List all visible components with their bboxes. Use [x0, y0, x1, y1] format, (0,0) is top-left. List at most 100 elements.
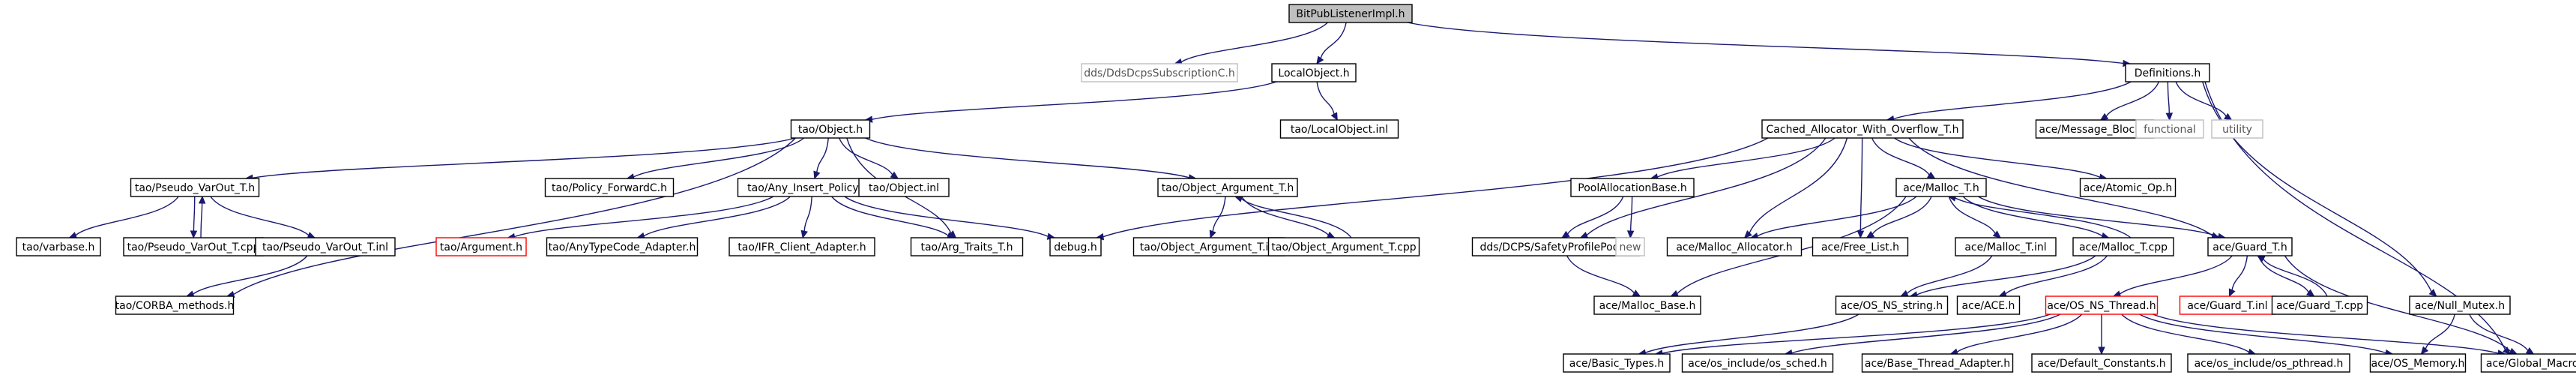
node-guard-t-cpp[interactable]: ace/Guard_T.cpp: [2271, 296, 2368, 315]
node-label: tao/Object_Argument_T.h: [1162, 182, 1294, 194]
edge-arrowhead: [1579, 232, 1589, 238]
node-os-pthread[interactable]: ace/os_include/os_pthread.h: [2187, 353, 2350, 373]
node-malloc-base[interactable]: ace/Malloc_Base.h: [1593, 296, 1701, 315]
node-obj-arg-inl[interactable]: tao/Object_Argument_T.inl: [1132, 237, 1285, 256]
node-definitions[interactable]: Definitions.h: [2125, 63, 2210, 82]
node-pseudo-varout-cpp[interactable]: tao/Pseudo_VarOut_T.cpp: [123, 237, 264, 256]
edge-line: [1644, 314, 1859, 354]
node-free-list[interactable]: ace/Free_List.h: [1812, 237, 1909, 256]
edge-root-to-localobj: [1316, 22, 1347, 65]
edge-line: [200, 202, 203, 238]
node-label: dds/DCPS/SafetyProfilePool.h: [1480, 242, 1632, 254]
edge-line: [1962, 196, 2103, 237]
node-os-ns-thread[interactable]: ace/OS_NS_Thread.h: [2045, 296, 2159, 315]
node-label: ace/Malloc_T.inl: [1964, 242, 2046, 254]
edge-line: [210, 196, 310, 236]
node-utility[interactable]: utility: [2211, 119, 2263, 139]
node-malloc-t-inl[interactable]: ace/Malloc_T.inl: [1955, 237, 2057, 256]
edge-root-to-definitions: [1407, 22, 2132, 68]
node-tao-argument[interactable]: tao/Argument.h: [435, 237, 527, 256]
node-box: [729, 237, 875, 256]
edge-line: [1978, 196, 2219, 238]
node-pseudo-varout-t[interactable]: tao/Pseudo_VarOut_T.h: [130, 178, 260, 197]
edge-line: [193, 196, 196, 232]
node-malloc-t[interactable]: ace/Malloc_T.h: [1895, 178, 1987, 197]
node-anytypecode[interactable]: tao/AnyTypeCode_Adapter.h: [546, 237, 699, 256]
node-tao-object-inl[interactable]: tao/Object.inl: [858, 178, 950, 197]
node-base-thread[interactable]: ace/Base_Thread_Adapter.h: [1861, 353, 2014, 373]
node-box: [2035, 119, 2155, 139]
node-null-mutex[interactable]: ace/Null_Mutex.h: [2409, 296, 2511, 315]
edge-arrowhead: [2256, 255, 2266, 262]
node-dds-sub[interactable]: dds/DdsDcpsSubscriptionC.h: [1081, 63, 1238, 82]
edges-layer: [68, 22, 2535, 357]
node-malloc-t-cpp[interactable]: ace/Malloc_T.cpp: [2072, 237, 2174, 256]
edge-definitions-to-msg-block: [2099, 81, 2160, 121]
node-root[interactable]: BitPubListenerImpl.h: [1288, 4, 1413, 23]
node-obj-arg-cpp[interactable]: tao/Object_Argument_T.cpp: [1267, 237, 1420, 256]
node-corba-methods[interactable]: tao/CORBA_methods.h: [115, 296, 235, 315]
edge-line: [2105, 81, 2160, 117]
edge-line: [2231, 255, 2248, 290]
edge-cached-alloc-to-free-list: [1856, 137, 1865, 239]
edge-os-ns-thread-to-default-consts: [2098, 314, 2105, 356]
node-label: ace/ACE.h: [1962, 300, 2015, 312]
edge-arrowhead: [2165, 112, 2174, 122]
node-pseudo-varout-inl[interactable]: tao/Pseudo_VarOut_T.inl: [255, 237, 396, 256]
edge-line: [1316, 81, 1335, 115]
node-tao-localobj-inl[interactable]: tao/LocalObject.inl: [1279, 119, 1399, 139]
node-malloc-allocator[interactable]: ace/Malloc_Allocator.h: [1666, 237, 1803, 256]
node-arg-traits[interactable]: tao/Arg_Traits_T.h: [910, 237, 1024, 256]
edge-obj-arg-t-to-obj-arg-cpp: [1241, 196, 1336, 238]
edge-definitions-to-utility: [2175, 81, 2233, 121]
node-label: Cached_Allocator_With_Overflow_T.h: [1767, 124, 1959, 136]
node-localobj[interactable]: LocalObject.h: [1271, 63, 1357, 82]
edge-malloc-t-cpp-to-ace-h: [1998, 255, 2108, 298]
node-label: utility: [2222, 124, 2252, 136]
node-msg-block[interactable]: ace/Message_Block.h: [2035, 119, 2155, 139]
node-obj-arg-t[interactable]: tao/Object_Argument_T.h: [1157, 178, 1298, 197]
edge-line: [1908, 137, 2213, 236]
node-tao-object[interactable]: tao/Object.h: [790, 119, 871, 139]
node-guard-t[interactable]: ace/Guard_T.h: [2207, 237, 2293, 256]
node-pool-alloc[interactable]: PoolAllocationBase.h: [1570, 178, 1695, 197]
node-label: ace/Global_Macros.h: [2486, 358, 2576, 370]
node-new[interactable]: new: [1615, 237, 1645, 256]
edge-line: [2153, 314, 2499, 354]
edge-malloc-t-to-free-list: [1865, 196, 1932, 238]
node-global-macros[interactable]: ace/Global_Macros.h: [2480, 353, 2576, 373]
node-os-sched[interactable]: ace/os_include/os_sched.h: [1681, 353, 1834, 373]
edge-line: [1662, 314, 2051, 354]
node-box: [1956, 296, 2021, 315]
node-box: [1895, 178, 1987, 197]
edge-line: [1567, 196, 1624, 235]
edge-line: [1916, 255, 2096, 296]
node-label: tao/Argument.h: [440, 242, 522, 254]
node-functional[interactable]: functional: [2135, 119, 2204, 139]
edge-pseudo-varout-t-to-pseudo-varout-inl: [210, 196, 316, 238]
edge-tao-object-to-tao-object-inl: [839, 137, 899, 179]
node-os-memory[interactable]: ace/OS_Memory.h: [2369, 353, 2467, 373]
node-policy-fwd[interactable]: tao/Policy_ForwardC.h: [544, 178, 675, 197]
node-basic-types[interactable]: ace/Basic_Types.h: [1563, 353, 1671, 373]
node-default-consts[interactable]: ace/Default_Constants.h: [2031, 353, 2172, 373]
node-box: [2271, 296, 2368, 315]
edge-arrowhead: [1632, 290, 1641, 297]
node-cached-alloc[interactable]: Cached_Allocator_With_Overflow_T.h: [1761, 119, 1964, 139]
edge-arrowhead: [2420, 346, 2429, 355]
node-label: ace/OS_Memory.h: [2371, 358, 2465, 370]
node-ace-h[interactable]: ace/ACE.h: [1956, 296, 2021, 315]
node-varbase[interactable]: tao/varbase.h: [16, 237, 101, 256]
node-guard-t-inl[interactable]: ace/Guard_T.inl: [2179, 296, 2276, 315]
node-debug[interactable]: debug.h: [1049, 237, 1102, 256]
edge-arrowhead: [198, 195, 206, 204]
edge-pseudo-varout-cpp-to-pseudo-varout-t: [198, 195, 206, 238]
node-box: [2187, 353, 2350, 373]
node-os-ns-string[interactable]: ace/OS_NS_string.h: [1835, 296, 1949, 315]
node-label: tao/Object.h: [798, 124, 863, 136]
node-ifr-client[interactable]: tao/IFR_Client_Adapter.h: [729, 237, 875, 256]
node-atomic-op[interactable]: ace/Atomic_Op.h: [2079, 178, 2177, 197]
node-box: [1471, 237, 1641, 256]
node-safety-pool[interactable]: dds/DCPS/SafetyProfilePool.h: [1471, 237, 1641, 256]
